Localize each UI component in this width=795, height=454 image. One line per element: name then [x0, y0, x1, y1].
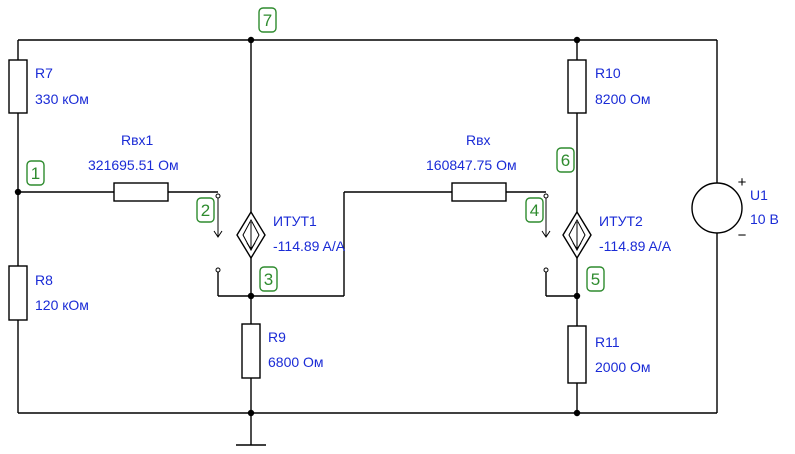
wires [17, 39, 718, 446]
junction-dot [247, 36, 255, 44]
junction-dot [247, 292, 255, 300]
node-badge-5: 5 [586, 266, 605, 292]
junction-dot [573, 36, 581, 44]
minus-sign: − [738, 227, 747, 244]
node-badge-3: 3 [259, 266, 278, 292]
resistor-r10[interactable] [567, 59, 587, 114]
r10-name: R10 [595, 65, 621, 81]
node-label: 7 [263, 11, 272, 30]
r9-value: 6800 Ом [268, 354, 324, 370]
plus-sign: + [738, 174, 747, 191]
junction-dot [247, 409, 255, 417]
itut2-name: ИТУТ2 [599, 213, 643, 229]
voltage-source-u1[interactable]: + − [691, 174, 747, 244]
r8-name: R8 [35, 272, 53, 288]
node-badge-6: 6 [556, 147, 575, 173]
junction-dot [573, 292, 581, 300]
itut1-name: ИТУТ1 [273, 213, 317, 229]
node-label: 6 [561, 151, 570, 170]
rvx1-value: 321695.51 Ом [88, 157, 179, 173]
r11-name: R11 [595, 334, 620, 350]
node-label: 5 [591, 270, 600, 289]
control-terminal [543, 267, 549, 273]
r7-name: R7 [35, 65, 53, 81]
resistor-rvx1[interactable] [113, 182, 169, 202]
control-terminal [215, 267, 221, 273]
rvx-name: Rвх [466, 132, 491, 148]
resistor-r11[interactable] [567, 325, 587, 384]
resistor-r7[interactable] [8, 59, 28, 114]
junctions [14, 36, 581, 417]
node-badge-4: 4 [525, 197, 544, 223]
u1-name: U1 [750, 187, 768, 203]
rvx-value: 160847.75 Ом [426, 157, 517, 173]
node-label: 2 [201, 201, 210, 220]
junction-dot [573, 409, 581, 417]
node-label: 3 [264, 270, 273, 289]
junction-dot [14, 188, 22, 196]
node-badge-1: 1 [26, 160, 45, 186]
node-badge-2: 2 [196, 197, 215, 223]
node-label: 1 [31, 164, 40, 183]
r7-value: 330 кОм [35, 91, 89, 107]
r11-value: 2000 Ом [595, 359, 651, 375]
resistor-rvx[interactable] [451, 182, 507, 202]
resistor-r8[interactable] [8, 265, 28, 321]
node-label: 4 [530, 201, 539, 220]
rvx1-name: Rвх1 [121, 132, 154, 148]
itut2-value: -114.89 A/A [599, 238, 672, 254]
node-badge-7: 7 [258, 7, 277, 33]
r9-name: R9 [268, 329, 286, 345]
cccs-itut2[interactable] [541, 193, 592, 273]
control-terminal [215, 193, 221, 199]
resistor-r9[interactable] [241, 323, 261, 379]
r8-value: 120 кОм [35, 297, 89, 313]
itut1-value: -114.89 A/A [273, 238, 346, 254]
cccs-itut1[interactable] [213, 193, 266, 273]
u1-value: 10 В [750, 211, 779, 227]
r10-value: 8200 Ом [595, 91, 651, 107]
control-terminal [543, 193, 549, 199]
